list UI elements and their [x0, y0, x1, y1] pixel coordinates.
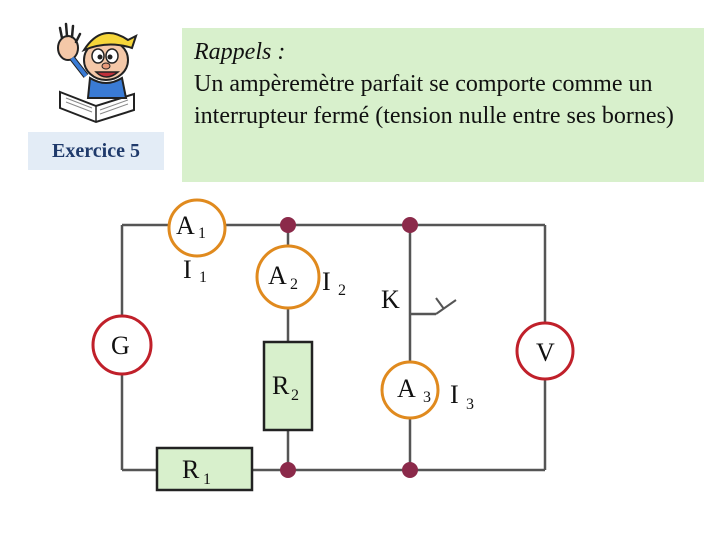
switch-k-label: K — [381, 285, 400, 314]
current-label-i1: I 1 — [183, 255, 207, 286]
node-top-right — [402, 217, 418, 233]
generator-g: G — [91, 314, 153, 376]
svg-text:2: 2 — [291, 387, 299, 404]
resistor-r1: R 1 — [155, 446, 254, 492]
ammeter-a1: A 1 — [167, 198, 227, 258]
svg-text:A: A — [397, 374, 416, 403]
recall-title: Rappels : — [194, 39, 286, 65]
node-bottom-right — [402, 462, 418, 478]
svg-text:V: V — [536, 338, 555, 367]
node-top-middle — [280, 217, 296, 233]
svg-text:G: G — [111, 331, 130, 360]
recall-text: Un ampèremètre parfait se comporte comme… — [194, 71, 674, 129]
voltmeter-v: V — [515, 321, 575, 381]
ammeter-a3: A 3 — [380, 360, 440, 420]
svg-text:1: 1 — [199, 269, 207, 286]
svg-text:3: 3 — [423, 389, 431, 406]
svg-text:3: 3 — [466, 396, 474, 413]
resistor-r2: R 2 — [262, 340, 314, 432]
ammeter-a2: A 2 — [255, 244, 321, 310]
svg-text:R: R — [182, 455, 200, 484]
svg-text:A: A — [268, 261, 287, 290]
svg-text:2: 2 — [338, 282, 346, 299]
recall-box: Rappels : Un ampèremètre parfait se comp… — [182, 28, 704, 182]
svg-text:K: K — [381, 285, 400, 314]
svg-text:1: 1 — [203, 471, 211, 488]
svg-text:I: I — [183, 255, 192, 284]
exercise-label: Exercice 5 — [28, 132, 164, 170]
svg-text:1: 1 — [198, 225, 206, 242]
svg-text:R: R — [272, 371, 290, 400]
current-label-i2: I 2 — [322, 267, 346, 299]
svg-text:I: I — [322, 267, 331, 296]
svg-text:I: I — [450, 380, 459, 409]
svg-text:A: A — [176, 211, 195, 240]
node-bottom-middle — [280, 462, 296, 478]
current-label-i3: I 3 — [450, 380, 474, 413]
mascot-illustration — [57, 22, 138, 124]
svg-text:2: 2 — [290, 276, 298, 293]
